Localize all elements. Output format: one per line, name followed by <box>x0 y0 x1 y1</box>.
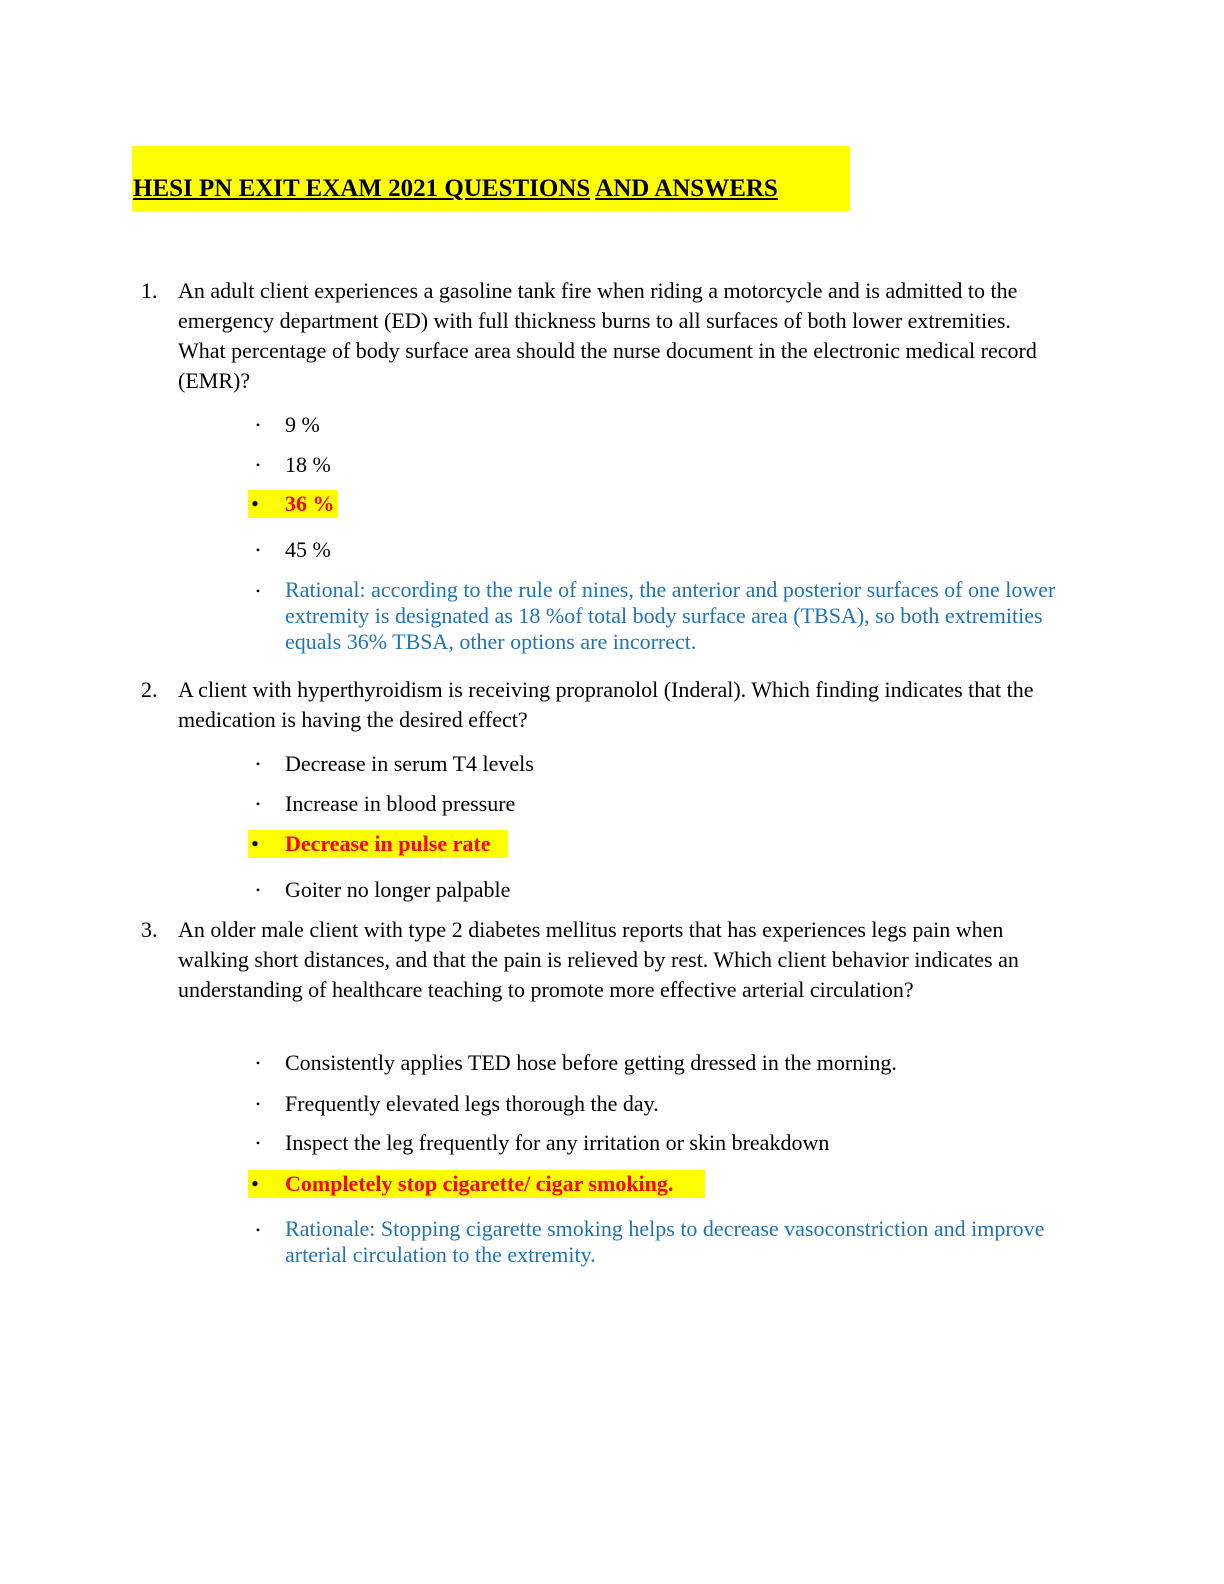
question-text: An adult client experiences a gasoline t… <box>178 278 1037 393</box>
bullet-icon: • <box>255 757 261 771</box>
question-number: 3. <box>141 917 158 942</box>
bullet-icon: • <box>251 831 259 856</box>
answer-highlight <box>248 490 338 518</box>
answer-option: Increase in blood pressure <box>285 791 516 816</box>
bullet-icon: • <box>251 1171 259 1196</box>
bullet-icon: • <box>255 418 261 432</box>
bullet-icon: • <box>251 491 259 516</box>
answer-option: 45 % <box>285 537 331 562</box>
correct-answer: 36 % <box>285 491 335 516</box>
question-number: 1. <box>141 278 158 303</box>
question-text: A client with hyperthyroidism is receivi… <box>178 677 1034 732</box>
bullet-icon: • <box>255 458 261 472</box>
bullet-icon: • <box>255 1223 261 1237</box>
answer-highlight <box>248 1170 705 1198</box>
bullet-icon: • <box>255 1056 261 1070</box>
bullet-icon: • <box>255 543 261 557</box>
title-part-1: HESI PN EXIT EXAM 2021 QUESTIONS <box>133 175 591 202</box>
bullet-icon: • <box>255 1097 261 1111</box>
answer-option: Frequently elevated legs thorough the da… <box>285 1091 659 1116</box>
bullet-icon: • <box>255 584 261 598</box>
title-part-2: AND ANSWERS <box>595 175 778 202</box>
title-highlight <box>132 146 850 211</box>
bullet-icon: • <box>255 883 261 897</box>
correct-answer: Decrease in pulse rate <box>285 831 491 856</box>
answer-option: Goiter no longer palpable <box>285 877 511 902</box>
answer-option: Consistently applies TED hose before get… <box>285 1050 897 1075</box>
answer-option: 18 % <box>285 452 331 477</box>
question-number: 2. <box>141 677 158 702</box>
answer-option: Inspect the leg frequently for any irrit… <box>285 1130 830 1155</box>
answer-option: Decrease in serum T4 levels <box>285 751 534 776</box>
bullet-icon: • <box>255 797 261 811</box>
answer-highlight <box>248 830 508 858</box>
rationale-text: Rational: according to the rule of nines… <box>285 577 1056 654</box>
bullet-icon: • <box>255 1136 261 1150</box>
rationale-text: Rationale: Stopping cigarette smoking he… <box>285 1216 1045 1267</box>
answer-option: 9 % <box>285 412 320 437</box>
correct-answer: Completely stop cigarette/ cigar smoking… <box>285 1171 674 1196</box>
question-text: An older male client with type 2 diabete… <box>178 917 1019 1002</box>
page-title: HESI PN EXIT EXAM 2021 QUESTIONS AND ANS… <box>133 172 778 206</box>
